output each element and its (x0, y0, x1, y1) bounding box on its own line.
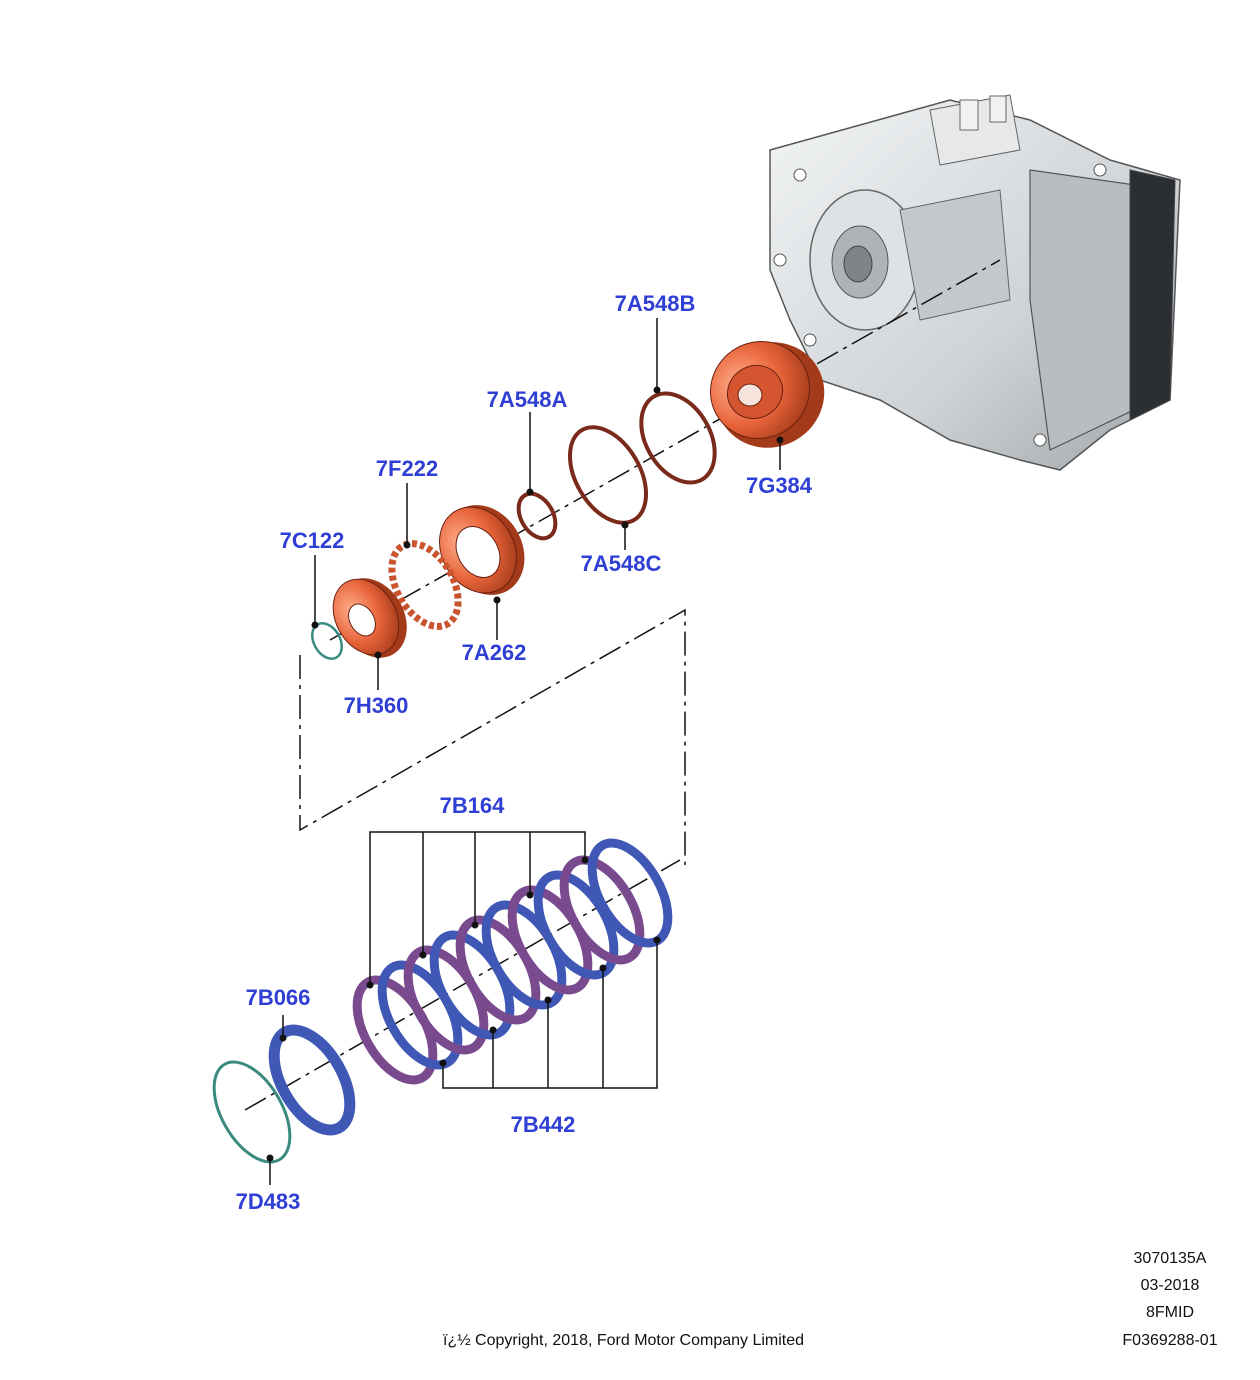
part-7b066 (268, 1024, 356, 1136)
diagram-date: 03-2018 (1140, 1277, 1200, 1294)
label-7b442: 7B442 (510, 1112, 576, 1137)
model-code: 8FMID (1146, 1304, 1194, 1321)
part-7a262 (439, 505, 525, 595)
part-7h360 (332, 578, 407, 658)
copyright-notice: ï¿½ Copyright, 2018, Ford Motor Company … (443, 1332, 805, 1349)
figure-number: F0369288-01 (1122, 1332, 1218, 1349)
label-7c122: 7C122 (279, 528, 345, 553)
label-7h360: 7H360 (343, 693, 409, 718)
reference-number: 3070135A (1133, 1250, 1207, 1267)
transmission-case (769, 94, 1181, 471)
part-7a548c (568, 425, 648, 525)
label-7a548b: 7A548B (614, 291, 696, 316)
part-7d483 (212, 1060, 292, 1164)
part-7f222 (388, 540, 462, 630)
label-7g384: 7G384 (745, 473, 813, 498)
plate-purple-5 (559, 855, 645, 965)
leader-lines (269, 318, 781, 1185)
label-7a548c: 7A548C (580, 551, 662, 576)
part-7g384 (709, 340, 825, 448)
label-7d483: 7D483 (235, 1189, 301, 1214)
label-7a548a: 7A548A (486, 387, 568, 412)
axis-line-upper (329, 259, 1001, 641)
label-7b164: 7B164 (439, 793, 505, 818)
leader-dots (266, 386, 784, 1162)
axis-line-lower (244, 859, 681, 1111)
label-7a262: 7A262 (461, 640, 527, 665)
label-7f222: 7F222 (375, 456, 439, 481)
label-7b066: 7B066 (245, 985, 311, 1010)
part-7a548b (639, 391, 717, 485)
part-7a548a (516, 491, 558, 541)
clutch-pack (352, 838, 673, 1085)
transfer-outline (299, 608, 686, 865)
